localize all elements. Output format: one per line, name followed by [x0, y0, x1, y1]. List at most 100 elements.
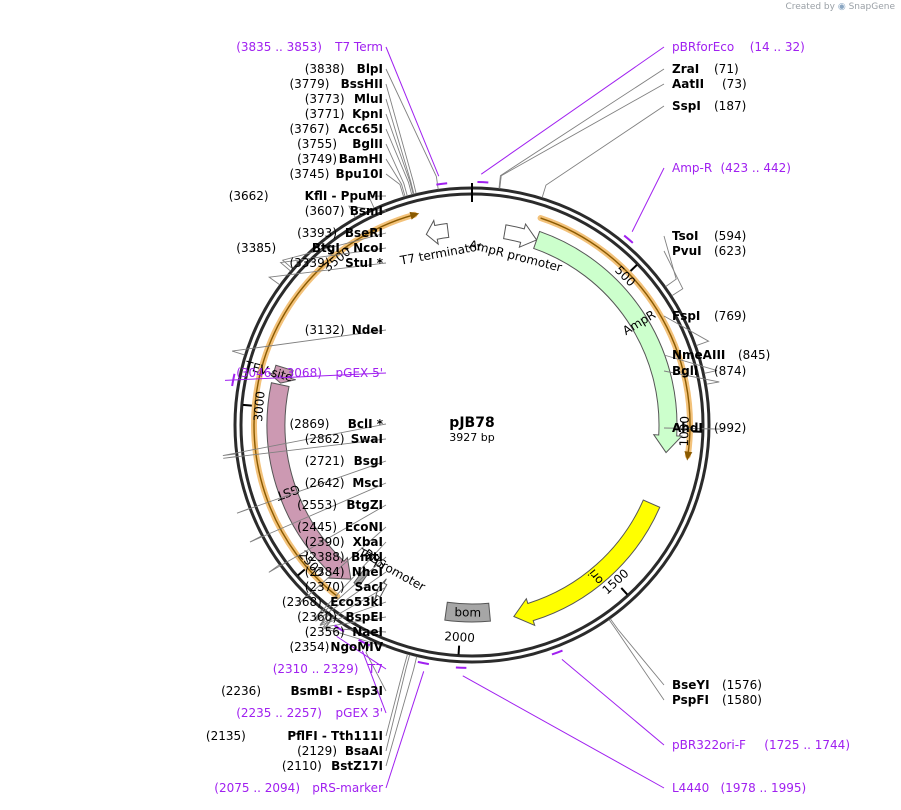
enzyme-ndei[interactable]: NdeI(3132)	[305, 323, 383, 337]
enzyme-bglii[interactable]: BglII(3755)	[297, 137, 383, 151]
feature-t7-terminator[interactable]: T7 terminator	[398, 219, 483, 268]
enzyme-ahdi[interactable]: AhdI(992)	[672, 421, 746, 435]
enzyme-blpi[interactable]: BlpI(3838)	[305, 62, 383, 76]
enzyme-name: NaeI	[352, 625, 383, 639]
enzyme-swai[interactable]: SwaI (2862)	[305, 432, 383, 446]
enzyme-name: TsoI	[672, 229, 698, 243]
enzyme-kpni[interactable]: KpnI(3771)	[305, 107, 383, 121]
enzyme-leader-line	[319, 586, 387, 626]
enzyme-name: KpnI	[352, 107, 383, 121]
enzyme-bsgi[interactable]: BsgI(2721)	[305, 454, 383, 468]
enzyme-acc65i[interactable]: Acc65I(3767)	[289, 122, 383, 136]
enzyme-econi[interactable]: EcoNI(2445)	[297, 520, 383, 534]
enzyme-name: SacI	[355, 580, 383, 594]
enzyme-site: (769)	[714, 309, 746, 323]
enzyme-stui[interactable]: StuI *(3339)	[289, 256, 383, 270]
enzyme-site: (2869)	[289, 417, 329, 431]
primer-prs-marker[interactable]: pRS-marker(2075 .. 2094)	[214, 781, 383, 795]
enzyme-zrai[interactable]: ZraI(71)	[672, 62, 739, 76]
enzyme-btgi-ncoi[interactable]: BtgI - NcoI(3385)	[236, 241, 383, 255]
enzyme-bsmi[interactable]: BsmI(3607)	[305, 204, 383, 218]
enzyme-name: MluI	[354, 92, 383, 106]
enzyme-bseyi[interactable]: BseYI(1576)	[672, 678, 762, 692]
enzyme-site: (73)	[722, 77, 747, 91]
enzyme-name: NheI	[352, 565, 383, 579]
primer-name: T7	[367, 662, 383, 676]
primer-t7[interactable]: T7(2310 .. 2329)	[273, 662, 383, 676]
enzyme-leader-line	[222, 423, 387, 456]
enzyme-bpu10i[interactable]: Bpu10I(3745)	[289, 167, 383, 181]
enzyme-sspi[interactable]: SspI(187)	[672, 99, 746, 113]
enzyme-leader-line	[319, 601, 387, 627]
enzyme-pflfi-tth111i[interactable]: PflFI - Tth111I(2135)	[206, 729, 383, 743]
enzyme-name: BtgI - NcoI	[312, 241, 383, 255]
enzyme-pvui[interactable]: PvuI(623)	[672, 244, 746, 258]
enzyme-leader-line	[663, 370, 720, 385]
primer-name: pBRforEco	[672, 40, 734, 54]
primer-binding-mark	[358, 639, 371, 647]
enzyme-name: BmtI	[351, 550, 383, 564]
primer-pgex-5[interactable]: pGEX 5'(3046 .. 3068)	[236, 366, 383, 380]
enzyme-bspei[interactable]: BspEI(2360)	[297, 610, 383, 624]
enzyme-bstz17i[interactable]: BstZ17I(2110)	[282, 759, 383, 773]
enzyme-nmeaiii[interactable]: NmeAIII(845)	[672, 348, 770, 362]
enzyme-site: (3745)	[289, 167, 329, 181]
primer-l4440[interactable]: L4440(1978 .. 1995)	[672, 781, 806, 795]
primer-t7-term[interactable]: T7 Term(3835 .. 3853)	[236, 40, 383, 54]
enzyme-pspfi[interactable]: PspFI(1580)	[672, 693, 762, 707]
enzyme-aatii[interactable]: AatII(73)	[672, 77, 747, 91]
enzyme-site: (2390)	[305, 535, 345, 549]
enzyme-bsaai[interactable]: BsaAI(2129)	[297, 744, 383, 758]
primer-range: (1725 .. 1744)	[764, 738, 850, 752]
enzyme-name: SwaI	[351, 432, 383, 446]
primer-pbrforeco[interactable]: pBRforEco(14 .. 32)	[672, 40, 805, 54]
primer-range: (2235 .. 2257)	[236, 706, 322, 720]
enzyme-xbai[interactable]: XbaI(2390)	[305, 535, 383, 549]
enzyme-leader-line	[267, 262, 387, 286]
enzyme-name: BsmI	[350, 204, 383, 218]
enzyme-bseri[interactable]: BseRI(3393)	[297, 226, 383, 240]
enzyme-saci[interactable]: SacI (2370)	[305, 580, 383, 594]
feature-shape-ampr-promoter	[503, 222, 538, 249]
enzyme-name: BsmBI - Esp3I	[291, 684, 383, 698]
orf-arrowhead	[684, 451, 693, 461]
enzyme-tsoi[interactable]: TsoI(594)	[672, 229, 746, 243]
feature-ori[interactable]: ori	[513, 499, 661, 627]
enzyme-msci[interactable]: MscI(2642)	[305, 476, 383, 490]
enzyme-site: (3767)	[289, 122, 329, 136]
enzyme-bgli[interactable]: BglI(874)	[672, 364, 746, 378]
enzyme-site: (2370)	[305, 580, 345, 594]
enzyme-leader-line	[663, 354, 718, 374]
primer-pgex-3[interactable]: pGEX 3'(2235 .. 2257)	[236, 706, 383, 720]
enzyme-bmti[interactable]: BmtI(2388)	[305, 550, 383, 564]
primer-binding-mark	[436, 182, 448, 186]
enzyme-bcli[interactable]: BclI *(2869)	[289, 417, 383, 431]
enzyme-nhei[interactable]: NheI(2384)	[305, 565, 383, 579]
enzyme-mlui[interactable]: MluI(3773)	[305, 92, 383, 106]
enzyme-ngomiv[interactable]: NgoMIV(2354)	[289, 640, 383, 654]
enzyme-kfli-ppumi[interactable]: KflI - PpuMI(3662)	[229, 189, 383, 203]
primer-binding-mark	[334, 624, 345, 633]
enzyme-naei[interactable]: NaeI(2356)	[305, 625, 383, 639]
primer-leader-line	[361, 650, 387, 714]
enzyme-eco53ki[interactable]: Eco53kI(2368)	[282, 595, 383, 609]
enzyme-btgzi[interactable]: BtgZI(2553)	[297, 498, 383, 512]
feature-shape-tev-site	[268, 364, 296, 384]
enzyme-site: (3779)	[289, 77, 329, 91]
enzyme-fspi[interactable]: FspI(769)	[672, 309, 746, 323]
feature-ampr[interactable]: AmpR	[533, 230, 683, 454]
enzyme-leader-line	[663, 315, 710, 346]
enzyme-bsmbi-esp3i[interactable]: BsmBI - Esp3I(2236)	[221, 684, 383, 698]
enzyme-bamhi[interactable]: BamHI(3749)	[297, 152, 383, 166]
primer-pbr322ori-f[interactable]: pBR322ori-F(1725 .. 1744)	[672, 738, 850, 752]
feature-shape-ampr	[533, 230, 683, 454]
feature-bom[interactable]: bom	[444, 601, 491, 623]
enzyme-bsshii[interactable]: BssHII(3779)	[289, 77, 383, 91]
enzyme-site: (3662)	[229, 189, 269, 203]
enzyme-name: PvuI	[672, 244, 702, 258]
primer-amp-r[interactable]: Amp-R(423 .. 442)	[672, 161, 791, 175]
enzyme-site: (2862)	[305, 432, 345, 446]
enzyme-site: (1580)	[722, 693, 762, 707]
enzyme-leader-line	[385, 98, 415, 195]
